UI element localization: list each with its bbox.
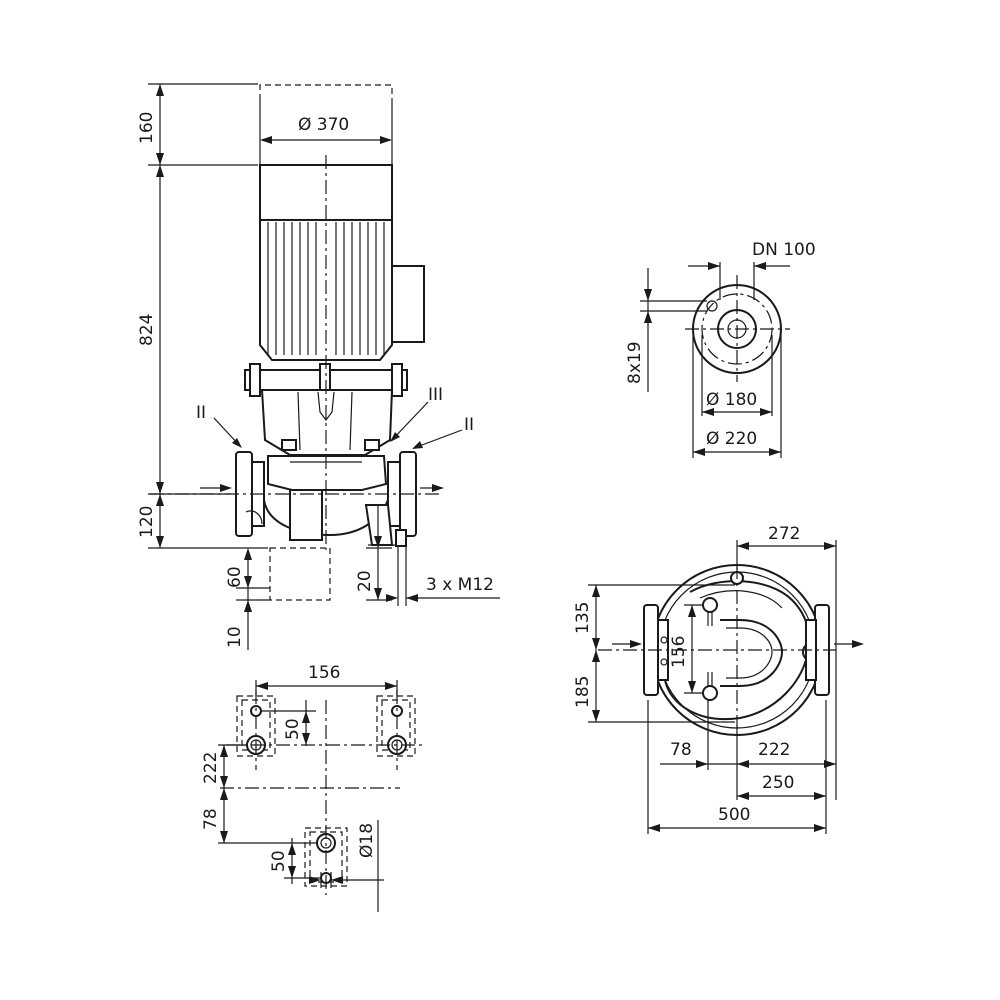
dim-bolt-spacing: 156 [669,636,689,668]
dim-foot-10: 10 [225,626,245,648]
dim-base-50-top: 50 [283,718,303,740]
flange-view: DN 100 8x19 Ø 180 Ø 220 [625,240,816,458]
label-ii-right: II [464,415,474,435]
dim-foot-60: 60 [225,566,245,588]
foot-clearance-outline [269,547,331,601]
dim-272: 272 [768,524,800,544]
bolt-bottom [702,685,718,701]
dim-outer-diameter: Ø 220 [706,429,757,449]
dim-hole-diameter: Ø18 [357,823,377,858]
motor-clearance-outline [259,84,393,100]
dim-base-222: 222 [201,752,221,784]
dim-holes: 8x19 [625,341,645,384]
dim-height-120: 120 [137,506,157,538]
flange-hole [706,300,718,312]
flange-bolt-right [391,363,403,397]
impeller-u [720,619,784,687]
dim-250: 250 [762,773,794,793]
dim-nominal-size: DN 100 [752,240,816,260]
dim-height-824: 824 [137,314,157,346]
dim-78: 78 [670,740,692,760]
top-view: 272 135 185 156 78 222 250 [573,524,864,834]
dim-clearance-160: 160 [137,112,157,144]
terminal-box [391,265,425,343]
dim-step-20: 20 [355,570,375,592]
dim-500: 500 [718,805,750,825]
dim-base-50-bottom: 50 [269,850,289,872]
dim-screws: 3 x M12 [426,575,494,595]
pump-foot [289,489,323,541]
dim-pitch-diameter: Ø 180 [706,390,757,410]
dim-135: 135 [573,602,593,634]
flange-bolt-left [249,363,261,397]
base-plan: 156 50 222 78 50 Ø18 [201,663,426,912]
dim-motor-diameter: Ø 370 [298,115,349,135]
dim-base-156: 156 [308,663,340,683]
bolt-top [702,597,718,613]
dim-185: 185 [573,676,593,708]
motor-fins [267,222,385,355]
pump-housing [267,455,388,491]
side-view: II III II Ø 370 160 824 120 60 10 [137,83,500,650]
label-ii-left: II [196,403,206,423]
coupling-shaft [317,391,335,421]
label-iii: III [428,385,443,405]
dim-222: 222 [758,740,790,760]
dim-base-78: 78 [201,808,221,830]
